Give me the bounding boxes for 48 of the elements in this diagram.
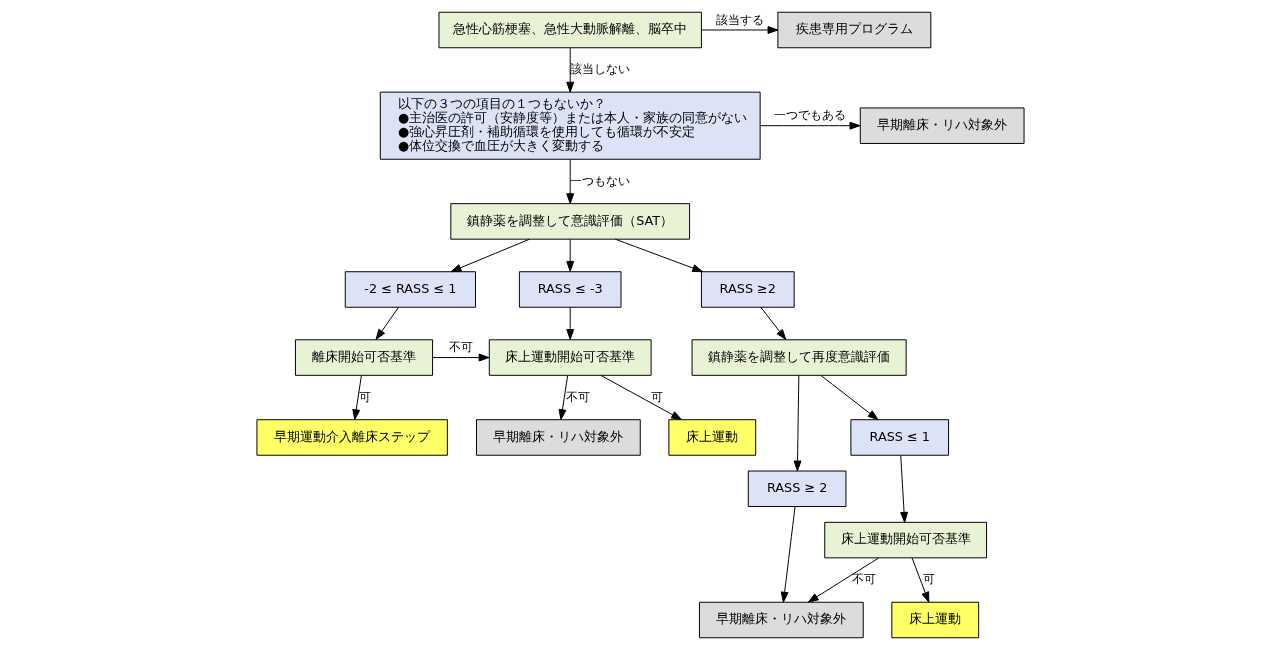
node-box: 鎮静薬を調整して意識評価（SAT） <box>449 203 690 240</box>
node-box: 床上運動開始可否基準 <box>823 521 987 559</box>
arrow <box>700 26 778 34</box>
edge-label: 不可 <box>851 572 876 587</box>
arrow <box>431 353 489 362</box>
node-box: 早期運動介入離床ステップ <box>255 419 448 456</box>
edge-label: 一つもない <box>569 173 630 188</box>
node-box: -2 ≤ RASS ≤ 1 <box>344 271 476 308</box>
arrow <box>899 455 908 523</box>
arrow <box>565 158 574 205</box>
arrow <box>351 374 362 421</box>
edge-label: 可 <box>650 389 663 404</box>
node-box: 床上運動 <box>667 419 756 456</box>
arrow <box>807 557 879 603</box>
node-box: 急性心筋梗塞、急性大動脈解離、脳卒中 <box>438 11 702 49</box>
node-box: 疾患専用プログラム <box>776 11 931 49</box>
arrow <box>565 238 574 272</box>
node-box: RASS ≤ -3 <box>518 271 621 308</box>
node-box: RASS ≤ 1 <box>849 419 949 456</box>
arrow <box>558 374 568 421</box>
arrow <box>759 121 860 130</box>
node-box: 床上運動開始可否基準 <box>488 339 652 376</box>
edge-label: 不可 <box>565 389 590 404</box>
arrow <box>565 47 574 93</box>
arrow <box>614 238 703 273</box>
edge-label: 該当する <box>715 12 764 27</box>
arrow <box>600 374 682 421</box>
arrow <box>819 374 878 421</box>
arrow <box>565 307 574 340</box>
arrow <box>911 557 929 603</box>
node-box: 離床開始可否基準 <box>294 339 433 376</box>
arrow <box>793 374 801 472</box>
edge-label: 不可 <box>448 340 473 355</box>
node-box: 早期離床・リハ対象外 <box>475 419 641 456</box>
arrow <box>780 506 796 603</box>
node-box: 早期離床・リハ対象外 <box>859 107 1025 144</box>
edge-label: 可 <box>358 389 371 404</box>
node-box: 早期離床・リハ対象外 <box>698 601 864 639</box>
node-box: RASS ≥2 <box>700 271 795 308</box>
node-box: 鎮静薬を調整して再度意識評価 <box>691 339 907 376</box>
arrow <box>760 307 786 340</box>
node-box: 以下の３つの項目の１つもないか？ ●主治医の許可（安静度等）または本人・家族の同意がない ●強心昇圧剤・補助循環を使用しても循環が不安定 ●体位交換で血圧が大きく変動する <box>379 91 761 160</box>
node-box: 床上運動 <box>890 601 979 639</box>
edge-label: 一つでもある <box>773 108 846 123</box>
arrow <box>375 307 399 340</box>
arrow <box>450 238 530 273</box>
node-box: RASS ≥ 2 <box>747 470 846 508</box>
edge-label: 可 <box>922 572 935 587</box>
